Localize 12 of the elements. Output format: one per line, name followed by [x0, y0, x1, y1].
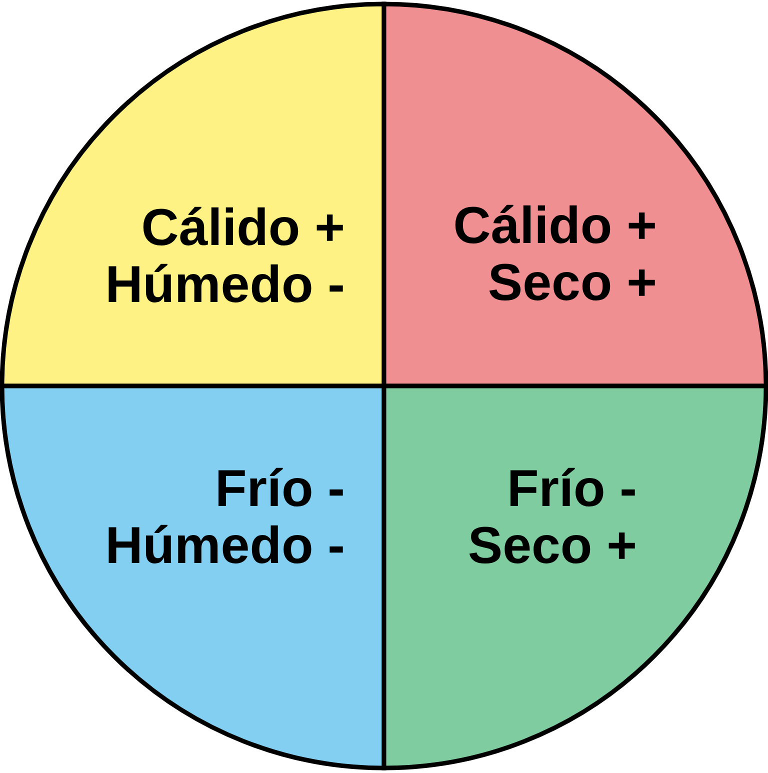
quadrant-label: Seco +	[488, 255, 657, 312]
quadrant-label: Frío -	[215, 461, 345, 518]
quadrant-sector	[384, 386, 766, 768]
quadrant-sector	[2, 4, 384, 386]
quadrant-sector	[384, 4, 766, 386]
quadrant-label: Seco +	[468, 518, 637, 575]
quadrant-label: Frío -	[507, 461, 637, 518]
quadrant-label: Cálido +	[141, 200, 345, 257]
quadrant-sector	[2, 386, 384, 768]
quadrant-label: Húmedo -	[105, 518, 345, 575]
quadrant-label: Húmedo -	[105, 257, 345, 314]
quadrant-label: Cálido +	[453, 198, 657, 255]
